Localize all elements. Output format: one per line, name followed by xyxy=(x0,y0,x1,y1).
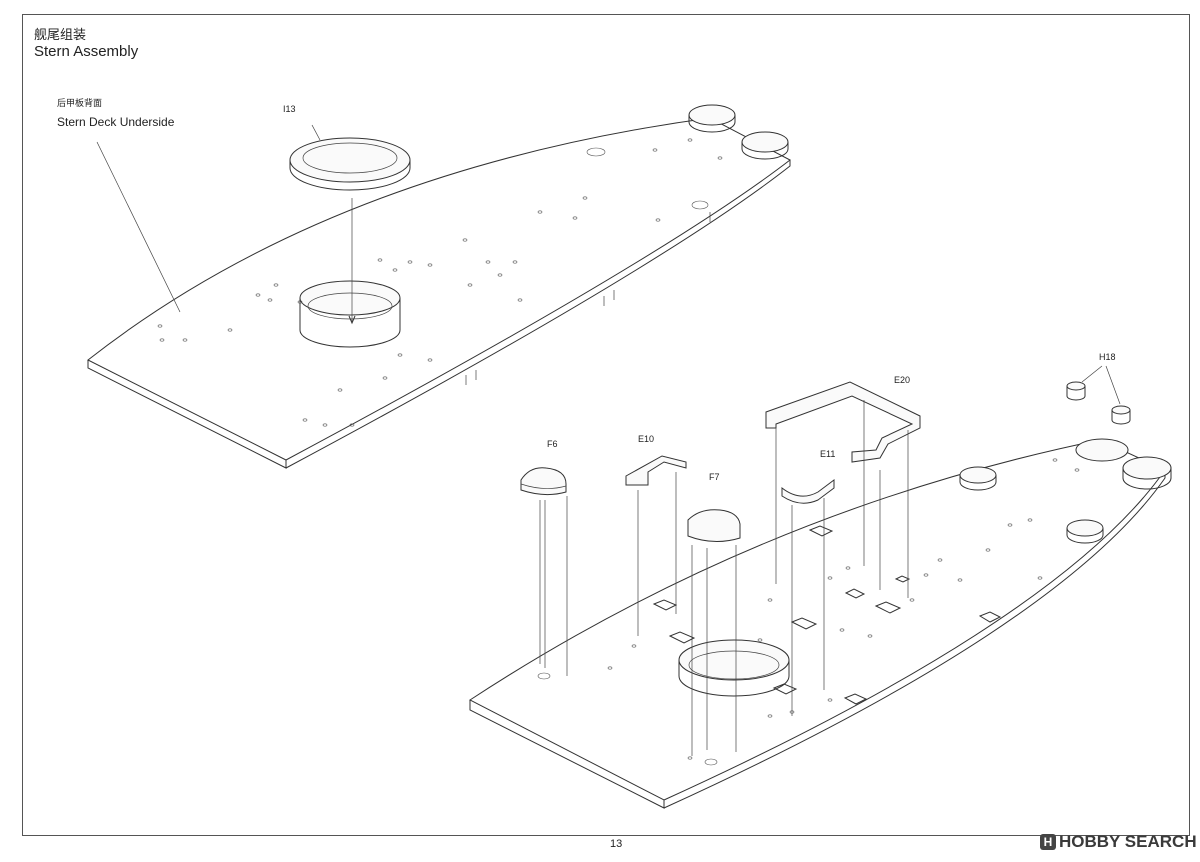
part-i13 xyxy=(289,124,411,325)
title-chinese: 舰尾组装 xyxy=(34,28,87,43)
stern-deck-top xyxy=(469,438,1172,809)
page-frame xyxy=(22,14,1190,836)
watermark: H HOBBY SEARCH xyxy=(1040,832,1197,852)
callout-chinese: 后甲板背面 xyxy=(57,99,103,109)
part-e10 xyxy=(625,455,687,636)
hobby-search-logo-icon: H xyxy=(1040,834,1056,850)
callout-english: Stern Deck Underside xyxy=(57,115,175,129)
label-f7: F7 xyxy=(709,472,720,482)
label-e20: E20 xyxy=(894,375,911,385)
part-f6 xyxy=(520,467,568,676)
title-english: Stern Assembly xyxy=(34,43,139,60)
label-h18: H18 xyxy=(1099,352,1116,362)
stern-deck-underside xyxy=(87,104,791,469)
page-number: 13 xyxy=(610,838,623,850)
watermark-text: HOBBY SEARCH xyxy=(1059,832,1197,851)
part-f7 xyxy=(687,509,741,756)
part-h18 xyxy=(1066,365,1131,425)
label-e11: E11 xyxy=(820,449,836,459)
callout-leader xyxy=(96,141,181,313)
label-e10: E10 xyxy=(638,434,655,444)
part-e11 xyxy=(781,479,835,716)
label-i13: I13 xyxy=(283,104,296,114)
label-f6: F6 xyxy=(547,439,558,449)
part-e20 xyxy=(765,381,921,598)
